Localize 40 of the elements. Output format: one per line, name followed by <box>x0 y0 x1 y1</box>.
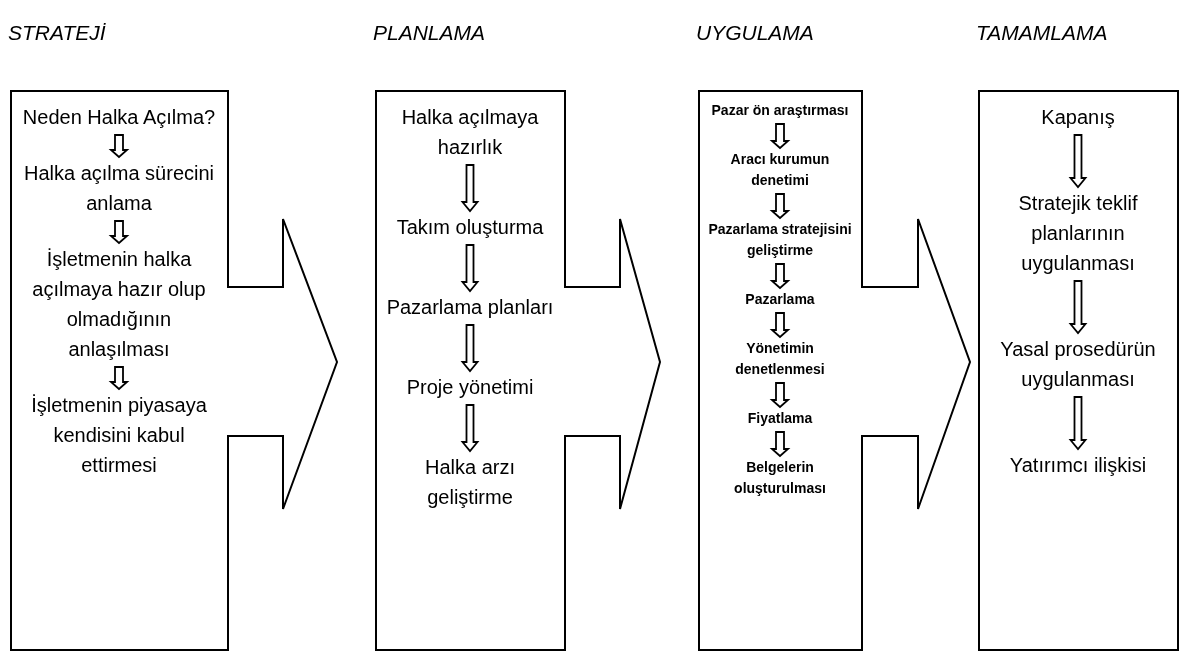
step-text: Proje yönetimi <box>406 372 534 402</box>
step-text: Kapanış <box>1041 102 1115 132</box>
step-text: Halka açılma sürecini anlama <box>17 158 221 218</box>
down-arrow <box>460 164 480 213</box>
step-text: Yatırımcı ilişkisi <box>1009 450 1147 480</box>
step-text: İşletmenin piyasaya kendisini kabul ettirmesi <box>17 390 221 480</box>
step-text: Neden Halka Açılma? <box>22 102 216 132</box>
down-arrow <box>1068 396 1088 451</box>
step-text: Halka açılmaya hazırlık <box>382 102 558 162</box>
step-text: Halka arzı geliştirme <box>382 452 558 512</box>
step-text: Pazar ön araştırması <box>711 100 849 121</box>
step-text: Pazarlama stratejisini geliştirme <box>705 219 855 261</box>
down-arrow <box>769 431 791 458</box>
step-text: Yönetimin denetlenmesi <box>705 338 855 380</box>
down-arrow <box>1068 134 1088 189</box>
stage-heading: TAMAMLAMA <box>976 20 1108 46</box>
step-text: Belgelerin oluşturulması <box>705 457 855 499</box>
stage-heading: PLANLAMA <box>373 20 486 46</box>
step-text: Yasal prosedürün uygulanması <box>985 334 1171 394</box>
stage-heading: UYGULAMA <box>696 20 814 46</box>
step-text: Pazarlama <box>745 289 815 310</box>
step-text: Stratejik teklif planlarının uygulanması <box>985 188 1171 278</box>
down-arrow <box>108 220 130 245</box>
down-arrow <box>460 324 480 373</box>
down-arrow <box>460 404 480 453</box>
down-arrow <box>769 263 791 290</box>
down-arrow <box>769 123 791 150</box>
down-arrow <box>460 244 480 293</box>
step-text: İşletmenin halka açılmaya hazır olup olmadığının anlaşılması <box>17 244 221 364</box>
down-arrow <box>108 366 130 391</box>
step-text: Pazarlama planları <box>386 292 554 322</box>
step-text: Aracı kurumun denetimi <box>705 149 855 191</box>
down-arrow <box>769 382 791 409</box>
step-text: Fiyatlama <box>747 408 813 429</box>
down-arrow <box>769 193 791 220</box>
down-arrow <box>1068 280 1088 335</box>
step-text: Takım oluşturma <box>396 212 544 242</box>
down-arrow <box>108 134 130 159</box>
down-arrow <box>769 312 791 339</box>
stage-heading: STRATEJİ <box>8 20 106 46</box>
